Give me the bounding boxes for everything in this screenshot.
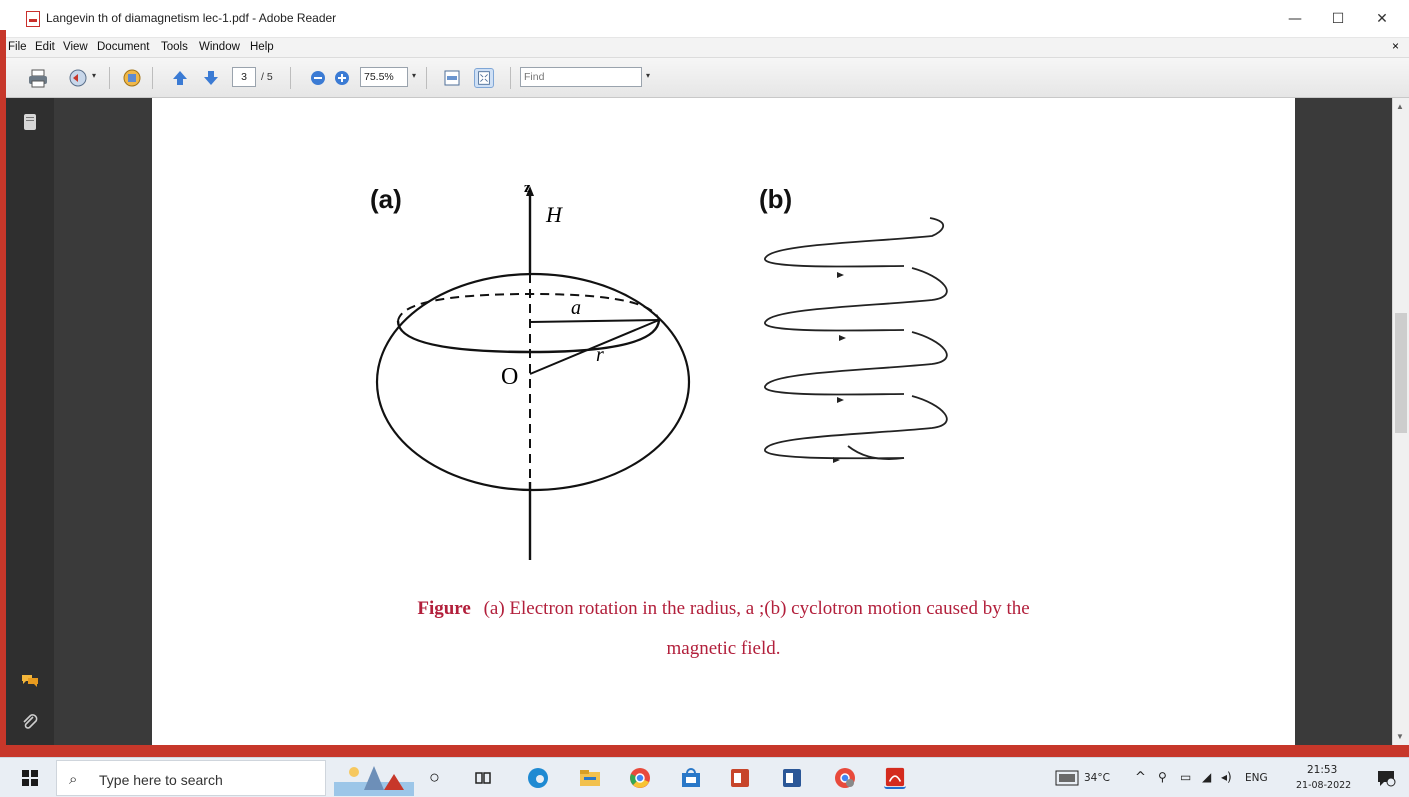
caption-text: (a) Electron rotation in the radius, a ;…	[483, 598, 1030, 619]
next-page-icon[interactable]	[201, 68, 221, 88]
toolbar: ▾ 3 / 5 75.5% ▾	[6, 58, 1409, 98]
pages-panel-icon[interactable]	[20, 112, 40, 132]
menu-edit[interactable]: Edit	[35, 41, 55, 53]
language-indicator[interactable]: ENG	[1245, 772, 1268, 784]
search-icon: ⌕	[69, 770, 78, 788]
menu-view[interactable]: View	[63, 41, 88, 53]
edge-browser-icon[interactable]	[527, 767, 549, 789]
notification-center-icon[interactable]	[1376, 769, 1396, 787]
adobe-reader-taskbar-icon[interactable]	[884, 767, 906, 789]
find-input[interactable]: Find	[520, 67, 642, 87]
toolbar-divider	[152, 67, 153, 89]
share-icon[interactable]	[68, 68, 88, 88]
toolbar-divider	[510, 67, 511, 89]
page-number-input[interactable]: 3	[232, 67, 256, 87]
menu-tools[interactable]: Tools	[161, 41, 188, 53]
toolbar-divider	[290, 67, 291, 89]
axis-z-label: z	[524, 180, 531, 196]
chrome-icon[interactable]	[629, 767, 651, 789]
close-button[interactable]: ✕	[1376, 11, 1388, 27]
fit-page-icon[interactable]	[474, 68, 494, 88]
radius-a-line	[529, 319, 660, 323]
axis-h-label: H	[546, 202, 562, 227]
toolbar-divider	[109, 67, 110, 89]
show-hidden-icons-icon[interactable]: ^	[1135, 770, 1146, 785]
print-icon[interactable]	[28, 68, 48, 88]
radius-a-label: a	[571, 297, 581, 319]
document-viewport: (a) (b) z H a r O Figure (a) Electron ro…	[54, 98, 1392, 745]
maximize-button[interactable]: ☐	[1331, 11, 1345, 27]
weather-icon[interactable]	[1055, 770, 1079, 786]
attachments-icon[interactable]	[20, 712, 40, 732]
origin-label: O	[501, 364, 519, 390]
vertical-scrollbar[interactable]: ▲ ▼	[1392, 98, 1409, 745]
orbit-back	[397, 292, 660, 322]
menu-file[interactable]: File	[8, 41, 27, 53]
panel-label-b: (b)	[759, 184, 793, 214]
pdf-app-icon	[26, 11, 40, 27]
helix-arrowheads	[833, 272, 846, 463]
zoom-level-field[interactable]: 75.5%	[360, 67, 408, 87]
zoom-dropdown-icon[interactable]: ▾	[412, 71, 417, 80]
figure-caption-line-2: magnetic field.	[666, 638, 781, 659]
clock-date[interactable]: 21-08-2022	[1296, 780, 1352, 791]
window-edge-accent	[0, 30, 6, 760]
battery-icon[interactable]: ▭	[1180, 770, 1192, 784]
navigation-pane	[6, 98, 54, 745]
weather-temp[interactable]: 34°C	[1084, 772, 1110, 784]
zoom-out-icon[interactable]	[308, 68, 328, 88]
windows-start-icon[interactable]	[22, 770, 38, 786]
window-title: Langevin th of diamagnetism lec-1.pdf - …	[46, 11, 337, 25]
find-options-icon[interactable]: ▾	[646, 71, 651, 80]
comments-panel-icon[interactable]	[20, 670, 40, 690]
task-view-icon[interactable]	[474, 769, 492, 787]
minimize-button[interactable]: —	[1288, 11, 1302, 27]
clock-time[interactable]: 21:53	[1307, 764, 1338, 776]
file-explorer-icon[interactable]	[579, 767, 601, 789]
fit-width-icon[interactable]	[442, 68, 462, 88]
window-bottom-accent	[6, 745, 1409, 757]
caption-figure-word: Figure	[417, 598, 471, 619]
figure-drawing	[375, 186, 948, 560]
taskbar-search-box[interactable]: ⌕ Type here to search	[56, 760, 326, 796]
menu-document[interactable]: Document	[97, 41, 150, 53]
radius-r-line	[529, 319, 660, 375]
taskbar: ⌕ Type here to search ○	[0, 757, 1409, 797]
menu-window[interactable]: Window	[199, 41, 240, 53]
search-highlight-icon[interactable]	[334, 760, 414, 796]
scroll-down-icon[interactable]: ▼	[1396, 732, 1404, 741]
menu-bar: File Edit View Document Tools Window Hel…	[6, 38, 1409, 58]
zoom-in-icon[interactable]	[332, 68, 352, 88]
menu-help[interactable]: Help	[250, 41, 274, 53]
radius-r-label: r	[596, 344, 604, 366]
cortana-icon[interactable]: ○	[429, 767, 440, 787]
powerpoint-icon[interactable]	[729, 767, 751, 789]
onedrive-icon[interactable]: ⚲	[1158, 770, 1167, 784]
pdf-page: (a) (b) z H a r O Figure (a) Electron ro…	[152, 98, 1295, 745]
close-document-icon[interactable]: ×	[1391, 39, 1399, 53]
store-icon[interactable]	[680, 767, 702, 789]
scroll-up-icon[interactable]: ▲	[1396, 102, 1404, 111]
z-axis-arrowhead	[526, 186, 534, 196]
page-total: / 5	[261, 71, 273, 83]
panel-label-a: (a)	[370, 184, 402, 214]
chevron-down-icon[interactable]: ▾	[92, 71, 97, 80]
title-bar: Langevin th of diamagnetism lec-1.pdf - …	[0, 0, 1409, 38]
figure-caption-line-1: Figure (a) Electron rotation in the radi…	[152, 598, 1295, 620]
chrome-profile-icon[interactable]	[834, 767, 856, 789]
sphere-outline	[375, 272, 691, 492]
toolbar-divider	[426, 67, 427, 89]
word-icon[interactable]	[781, 767, 803, 789]
volume-icon[interactable]: ◂)	[1221, 770, 1232, 784]
collaborate-icon[interactable]	[122, 68, 142, 88]
previous-page-icon[interactable]	[170, 68, 190, 88]
search-placeholder: Type here to search	[99, 772, 223, 788]
helix	[764, 217, 948, 460]
network-icon[interactable]: ◢	[1202, 770, 1212, 784]
scroll-thumb[interactable]	[1395, 313, 1407, 433]
